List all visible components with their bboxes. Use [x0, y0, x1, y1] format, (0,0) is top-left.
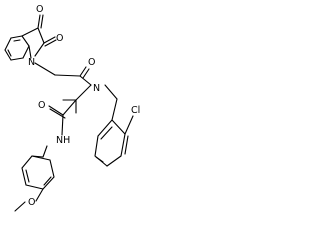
methoxyphenyl-group [14, 145, 55, 212]
amide-linker [34, 62, 92, 136]
amide-nitrogen-label: N [93, 83, 100, 94]
amide-oxygen-label: O [38, 100, 45, 111]
chlorobenzyl-group [94, 84, 134, 167]
oxo-oxygen-label: O [36, 4, 43, 15]
chemical-structure-diagram: O O N O N Cl O NH O [4, 4, 140, 212]
amide-oxygen-label: O [88, 57, 95, 68]
chlorine-label: Cl [131, 105, 140, 116]
indole-nitrogen-label: N [28, 57, 35, 68]
methoxy-oxygen-label: O [28, 197, 35, 208]
oxo-oxygen-label: O [56, 33, 63, 44]
nh-label: NH [56, 135, 70, 146]
atom-labels: O O N O N Cl O NH O [28, 4, 140, 208]
isatin-group [4, 14, 57, 61]
